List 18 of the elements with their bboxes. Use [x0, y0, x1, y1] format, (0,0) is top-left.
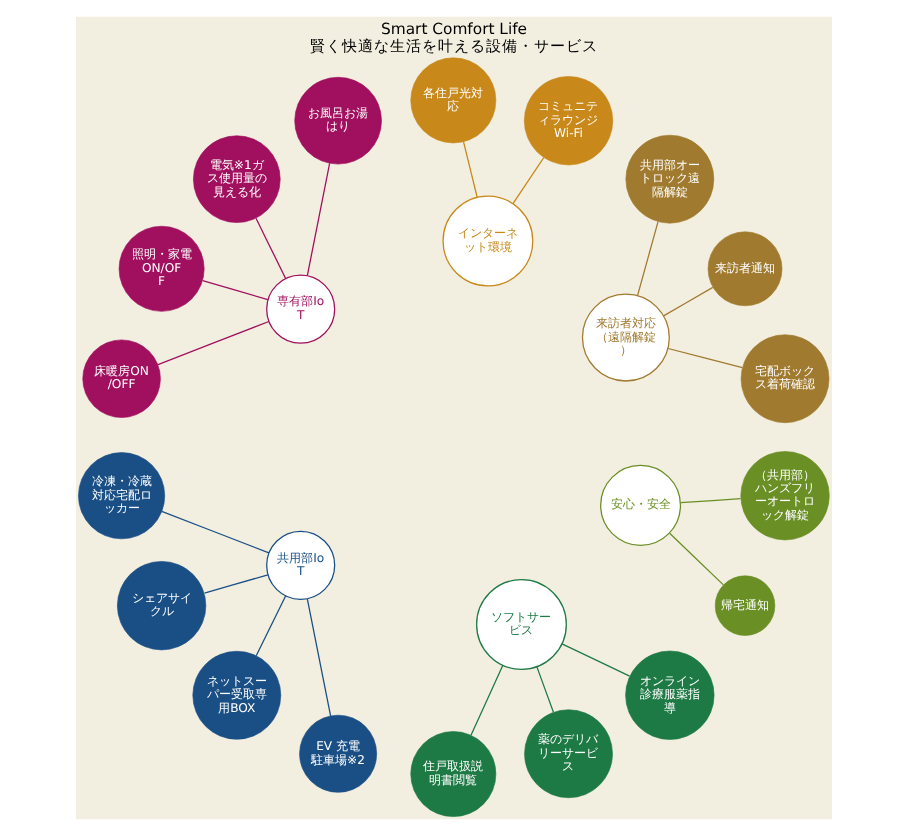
connector — [668, 532, 723, 586]
connector — [254, 217, 286, 280]
connector — [666, 347, 742, 369]
connector — [254, 595, 286, 657]
connector — [156, 320, 269, 366]
connector — [635, 221, 658, 297]
connector — [305, 162, 330, 277]
connector — [511, 157, 544, 205]
connector — [560, 643, 630, 677]
connector — [461, 141, 477, 198]
connector — [202, 574, 268, 594]
connector — [160, 510, 269, 554]
connector — [535, 666, 554, 713]
connector — [661, 286, 713, 317]
connector — [305, 598, 331, 717]
connector — [679, 498, 741, 504]
connector — [201, 280, 268, 301]
connector — [469, 664, 503, 736]
